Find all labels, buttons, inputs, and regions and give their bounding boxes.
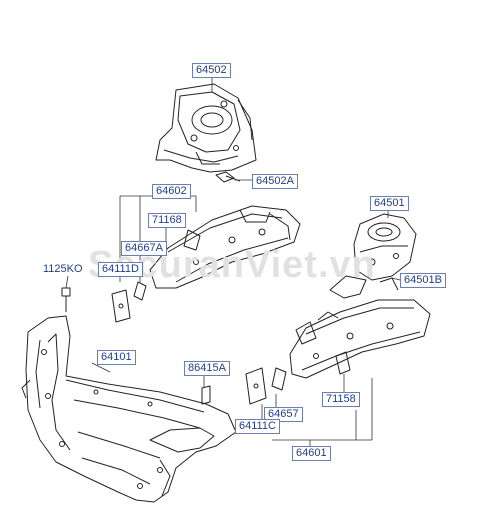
label-1125KO[interactable]: 1125KO <box>43 263 83 275</box>
callout-64101[interactable]: 64101 <box>97 350 136 365</box>
callout-64502[interactable]: 64502 <box>192 63 231 78</box>
callout-64501[interactable]: 64501 <box>370 196 409 211</box>
callout-64602[interactable]: 64602 <box>152 184 191 199</box>
bolt-64502A <box>215 171 241 183</box>
parts-artwork <box>21 83 431 503</box>
frame-rail-upper-left <box>149 205 301 289</box>
callout-64502A[interactable]: 64502A <box>252 174 298 189</box>
radiator-support-64101 <box>21 315 237 503</box>
strut-mount-upper-left <box>155 83 257 173</box>
callout-64111D[interactable]: 64111D <box>98 262 143 277</box>
callout-64601[interactable]: 64601 <box>292 446 331 461</box>
callout-64501B[interactable]: 64501B <box>400 273 446 288</box>
callout-64667A[interactable]: 64667A <box>121 241 167 256</box>
callout-86415A[interactable]: 86415A <box>184 361 230 376</box>
bolt-1125KO <box>61 287 71 312</box>
callout-71168[interactable]: 71168 <box>148 213 186 228</box>
bracket-64111C <box>245 367 287 405</box>
strut-mount-right <box>329 213 417 299</box>
callout-64111C[interactable]: 64111C <box>235 419 280 434</box>
bracket-64111D <box>111 281 147 323</box>
callout-71158[interactable]: 71158 <box>322 392 360 407</box>
bracket-71158 <box>335 351 351 375</box>
clip-86415A <box>201 385 211 405</box>
callout-64657[interactable]: 64657 <box>264 407 303 422</box>
frame-rail-lower-right <box>289 299 431 379</box>
